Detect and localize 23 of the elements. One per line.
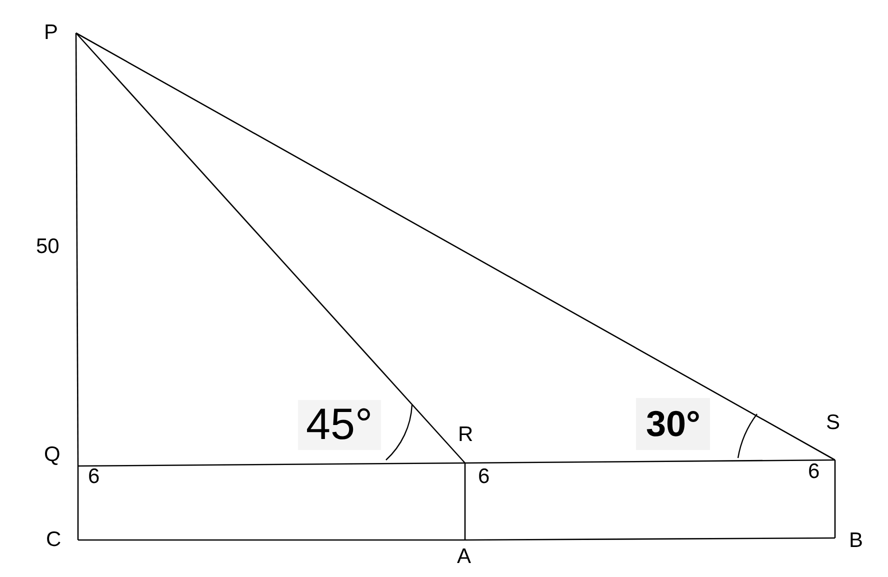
line-segment: [465, 459, 835, 464]
line-segment: [78, 539, 465, 541]
line-segment: [76, 32, 836, 461]
line-segment: [75, 33, 79, 466]
vertex-label: P: [44, 22, 58, 44]
vertex-label: B: [849, 530, 864, 552]
angle-label: 30°: [636, 398, 710, 450]
line-segment: [76, 32, 466, 464]
dimension-label: 6: [88, 466, 100, 488]
vertex-label: R: [458, 424, 474, 446]
vertex-label: A: [457, 546, 472, 568]
line-segment: [465, 537, 835, 541]
vertex-label: C: [46, 529, 62, 551]
dimension-label: 6: [808, 461, 820, 483]
dimension-label: 6: [478, 466, 490, 488]
dimension-label: 50: [36, 236, 60, 258]
angle-label: 45°: [298, 400, 381, 450]
line-segment: [464, 463, 466, 540]
line-segment: [77, 466, 79, 540]
line-segment: [834, 460, 836, 538]
line-segment: [78, 462, 465, 467]
vertex-label: S: [826, 412, 840, 434]
vertex-label: Q: [44, 444, 60, 466]
